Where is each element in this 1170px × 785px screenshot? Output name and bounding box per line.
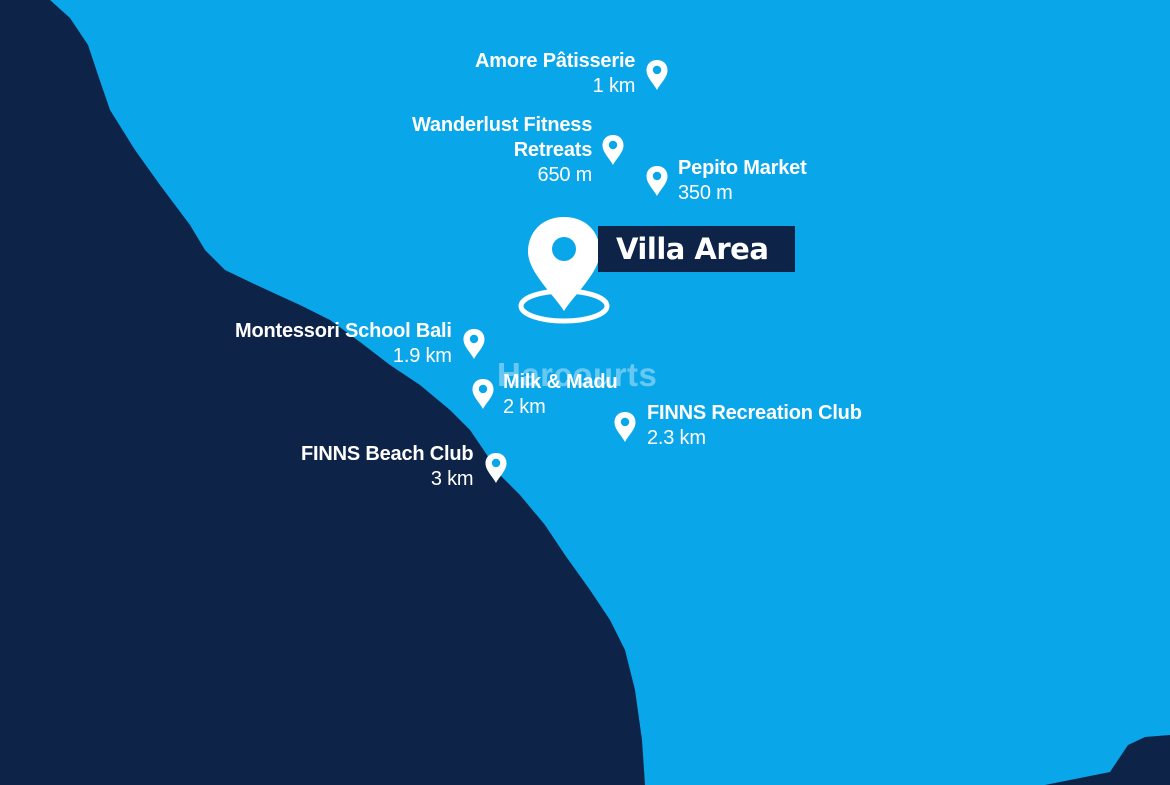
poi-distance: 2.3 km xyxy=(647,427,706,449)
poi-distance: 2 km xyxy=(503,396,546,418)
poi-name: Amore Pâtisserie xyxy=(475,50,636,72)
poi-distance: 1.9 km xyxy=(392,345,452,367)
coastline-land-corner xyxy=(1045,735,1170,785)
map-pin-icon xyxy=(602,135,624,165)
coastline-land xyxy=(0,0,645,785)
map-pin-icon xyxy=(485,453,507,483)
map-pin-icon xyxy=(614,412,636,442)
poi-text: Wanderlust Fitness Retreats 650 m xyxy=(412,113,592,188)
poi-text: Milk & Madu 2 km xyxy=(503,370,618,420)
poi-distance: 650 m xyxy=(537,164,593,186)
map-pin-with-ring-icon[interactable] xyxy=(516,215,612,325)
map-pin-icon xyxy=(463,329,485,359)
poi-text: FINNS Recreation Club 2.3 km xyxy=(647,401,862,451)
poi-name: FINNS Beach Club xyxy=(301,443,474,465)
poi-text: Amore Pâtisserie 1 km xyxy=(475,49,635,99)
main-location-label: Villa Area xyxy=(598,226,795,272)
map-pin-icon xyxy=(646,60,668,90)
poi-distance: 350 m xyxy=(678,182,733,204)
poi-distance: 1 km xyxy=(592,75,636,97)
map-pin-icon xyxy=(646,166,668,196)
poi-text: FINNS Beach Club 3 km xyxy=(301,442,474,492)
poi-name-line1: Wanderlust Fitness xyxy=(412,114,593,136)
watermark-logo: Harcourts xyxy=(497,356,658,393)
poi-distance: 3 km xyxy=(430,468,474,490)
poi-name-line2: Retreats xyxy=(513,139,593,161)
poi-name: Montessori School Bali xyxy=(235,320,452,342)
poi-text: Montessori School Bali 1.9 km xyxy=(235,319,452,369)
poi-text: Pepito Market 350 m xyxy=(678,156,807,206)
poi-name: Pepito Market xyxy=(678,157,807,179)
map-pin-icon xyxy=(472,379,494,409)
poi-name: Milk & Madu xyxy=(503,371,618,393)
poi-name: FINNS Recreation Club xyxy=(647,402,862,424)
